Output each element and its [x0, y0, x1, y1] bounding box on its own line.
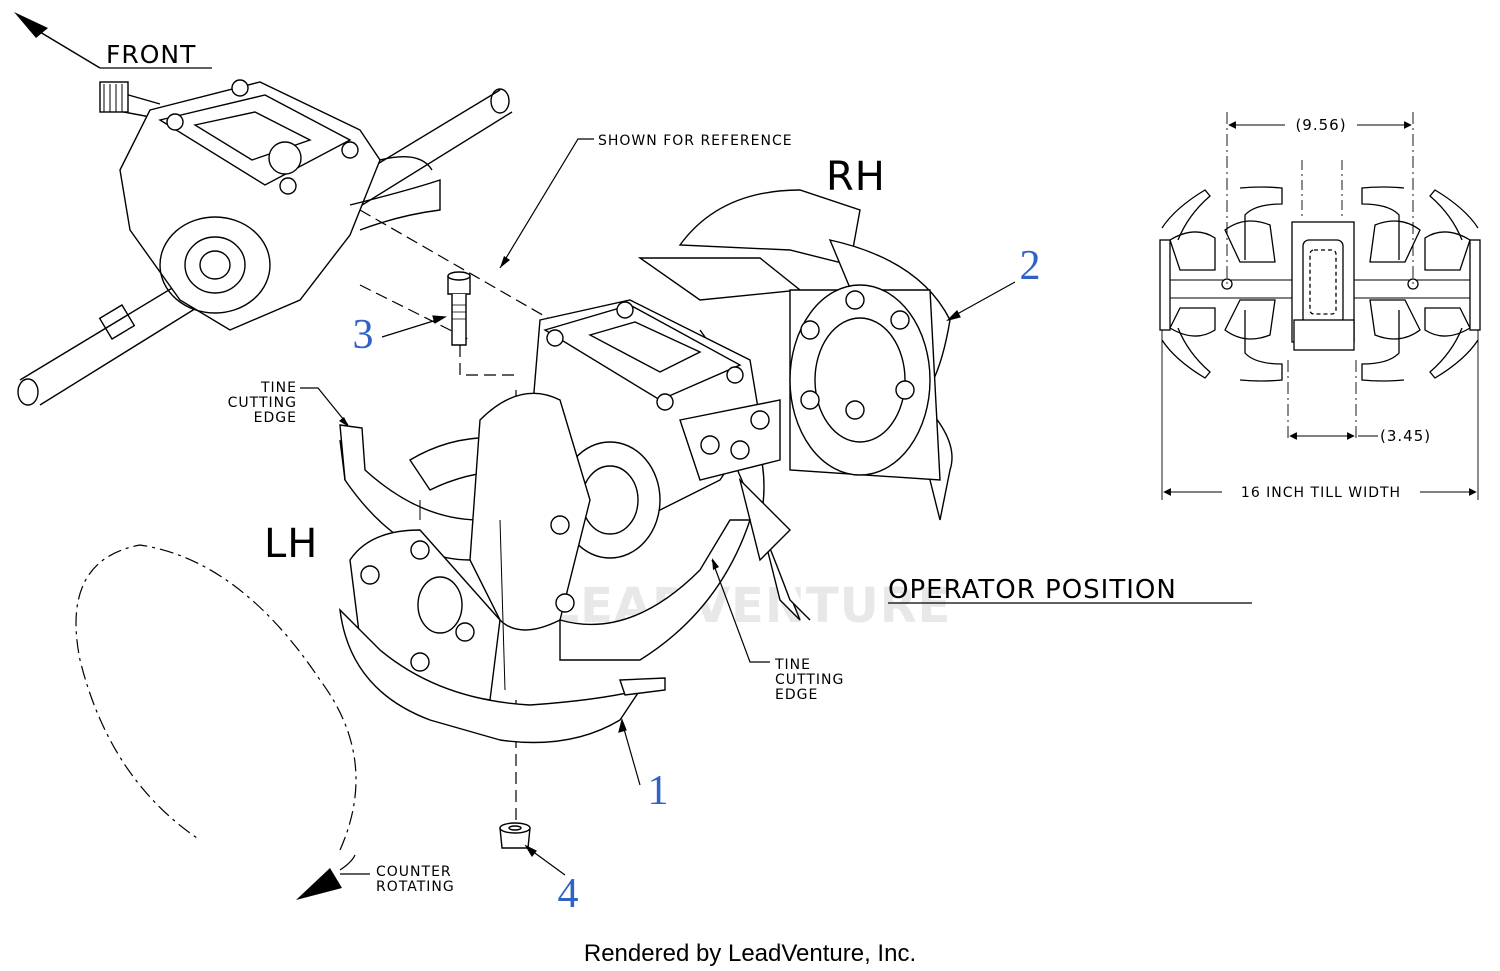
rotation-arrow-icon	[296, 868, 342, 900]
tine-edge-right-line-3: EDGE	[775, 687, 818, 703]
top-view-inset	[1159, 112, 1481, 500]
tine-edge-left-line-2: CUTTING	[228, 395, 297, 411]
tine-edge-right-line-1: TINE	[774, 657, 811, 673]
bolt-part-3	[447, 271, 471, 346]
lh-tine-assembly	[339, 392, 751, 744]
top-view-dimensions: (9.56) (3.45) 16 INCH TILL WIDTH	[1163, 116, 1477, 501]
callout-part-3[interactable]: 3	[353, 312, 374, 358]
rh-label: RH	[826, 154, 886, 200]
dim-top-label: (9.56)	[1295, 116, 1346, 134]
reference-transmission	[17, 79, 513, 406]
front-label: FRONT	[106, 40, 196, 69]
footer-credit: Rendered by LeadVenture, Inc.	[584, 940, 916, 967]
counter-rotating-line-1: COUNTER	[376, 864, 452, 880]
center-gearbox	[529, 299, 781, 559]
shown-for-reference-label: SHOWN FOR REFERENCE	[598, 133, 793, 149]
counter-rotating-indicator: COUNTER ROTATING	[75, 544, 455, 900]
operator-position-note: OPERATOR POSITION	[888, 575, 1252, 605]
callout-part-1[interactable]: 1	[648, 768, 669, 814]
tine-cutting-edge-right-note: TINE CUTTING EDGE	[711, 558, 844, 703]
lh-label: LH	[264, 521, 318, 567]
tine-cutting-edge-left-note: TINE CUTTING EDGE	[228, 380, 349, 427]
dim-mid-label: (3.45)	[1380, 427, 1431, 445]
shown-for-reference-note: SHOWN FOR REFERENCE	[499, 133, 793, 269]
tine-edge-left-line-3: EDGE	[254, 410, 297, 426]
dim-width-label: 16 INCH TILL WIDTH	[1241, 485, 1401, 501]
callout-part-2[interactable]: 2	[1020, 243, 1041, 289]
nut-part-4	[499, 822, 531, 849]
tine-edge-left-line-1: TINE	[260, 380, 297, 396]
callout-leaders	[381, 281, 1016, 876]
operator-position-label: OPERATOR POSITION	[888, 575, 1177, 605]
callout-part-4[interactable]: 4	[558, 871, 579, 917]
counter-rotating-line-2: ROTATING	[376, 879, 455, 895]
front-arrow-icon	[14, 12, 48, 38]
tine-edge-right-line-2: CUTTING	[775, 672, 844, 688]
front-indicator: FRONT	[14, 12, 212, 69]
